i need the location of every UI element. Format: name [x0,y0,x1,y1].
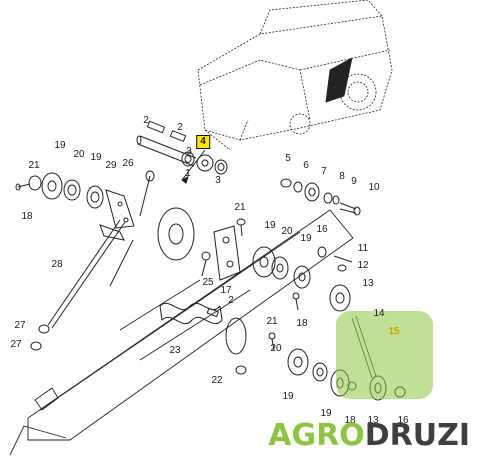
sprocket-part-20c [287,348,309,376]
bearing-part-19d [312,362,328,382]
watermark-text: AGRODRUZI [268,421,470,451]
callout-18b: 18 [296,318,308,329]
watermark-part2: DRUZI [364,418,470,453]
key-part-2c [206,307,220,318]
callout-17: 17 [220,285,232,296]
callout-6: 6 [303,160,309,171]
callout-26: 26 [122,158,134,169]
callout-27b: 27 [10,339,22,350]
callout-9: 9 [351,176,357,187]
callout-3b: 3 [215,175,221,186]
bearing-part-19b [86,185,104,209]
callout-4-highlighted: 4 [196,135,210,149]
callout-2a: 2 [143,115,149,126]
bolt-part-21c [268,332,276,351]
watermark-part1: AGRO [268,418,365,453]
callout-1: 1 [185,168,191,179]
callout-19e: 19 [320,408,332,419]
watermark-logo-badge [336,311,433,399]
callout-2c: 2 [228,295,234,306]
callout-19c: 19 [264,220,276,231]
callout-19d: 19 [282,391,294,402]
callout-15: 15 [388,326,400,337]
nut-part-27a [38,324,50,334]
callout-16a: 16 [316,224,328,235]
callout-19f: 19 [300,233,312,244]
sprocket-part-20b [252,246,276,278]
callout-21a: 21 [28,160,40,171]
nut-part-12 [337,264,347,272]
bolt-part-18a [15,183,31,191]
callout-20c: 20 [270,343,282,354]
callout-19b: 19 [90,152,102,163]
callout-21b: 21 [234,202,246,213]
nut-part-16a [317,246,327,258]
callout-18a: 18 [21,211,33,222]
bolt-part-10 [339,202,361,216]
spacer-part-8 [323,192,333,204]
callout-20b: 20 [281,226,293,237]
bearing-part-7 [304,182,320,202]
nut-part-27b [30,341,42,351]
callout-3a: 3 [186,146,192,157]
callout-5: 5 [285,153,291,164]
washer-part-6 [293,181,303,193]
callout-14: 14 [373,308,385,319]
nut-part-22 [235,365,247,375]
nut-part-5 [280,178,292,188]
sprocket-part-4 [196,154,214,172]
bearing-part-3a [181,151,195,167]
leader-arrow [181,149,206,181]
bearing-part-19f [293,265,311,289]
bearing-part-19c [271,256,289,280]
sprocket-part-13a [329,284,351,312]
bolt-part-21b [236,218,246,237]
bolt-part-26 [109,170,155,287]
callout-16b: 16 [397,415,409,426]
callout-23: 23 [169,345,181,356]
bearing-part-19a [63,179,81,201]
nut-part-21 [28,175,42,191]
callout-11: 11 [357,243,369,254]
callout-20a: 20 [73,149,85,160]
callout-12: 12 [357,260,369,271]
callout-7: 7 [321,166,327,177]
callout-21c: 21 [266,316,278,327]
sprocket-part-20a [41,172,63,200]
callout-10: 10 [368,182,380,193]
shaft-part-1 [136,120,197,167]
frame-beam [9,209,354,456]
callout-8: 8 [339,171,345,182]
callout-13b: 13 [367,415,379,426]
callout-29: 29 [105,160,117,171]
bolt-part-11 [333,255,353,263]
callout-25: 25 [202,277,214,288]
callout-27a: 27 [14,320,26,331]
bracket-part-29 [105,189,135,229]
callout-22: 22 [211,375,223,386]
plate-part-17 [213,225,241,281]
bearing-part-3b [214,159,228,175]
callout-2b: 2 [177,122,183,133]
callout-19a: 19 [54,140,66,151]
washer-part-9 [332,195,340,205]
callout-18c: 18 [344,415,356,426]
bolt-part-25 [201,251,211,277]
disc-lower [225,317,247,355]
combine-harvester-illustration [197,0,393,151]
shaft-part-28 [47,219,126,329]
disc-sprocket [157,207,195,261]
bolt-part-18b [292,292,300,311]
callout-28: 28 [51,259,63,270]
callout-13a: 13 [362,278,374,289]
